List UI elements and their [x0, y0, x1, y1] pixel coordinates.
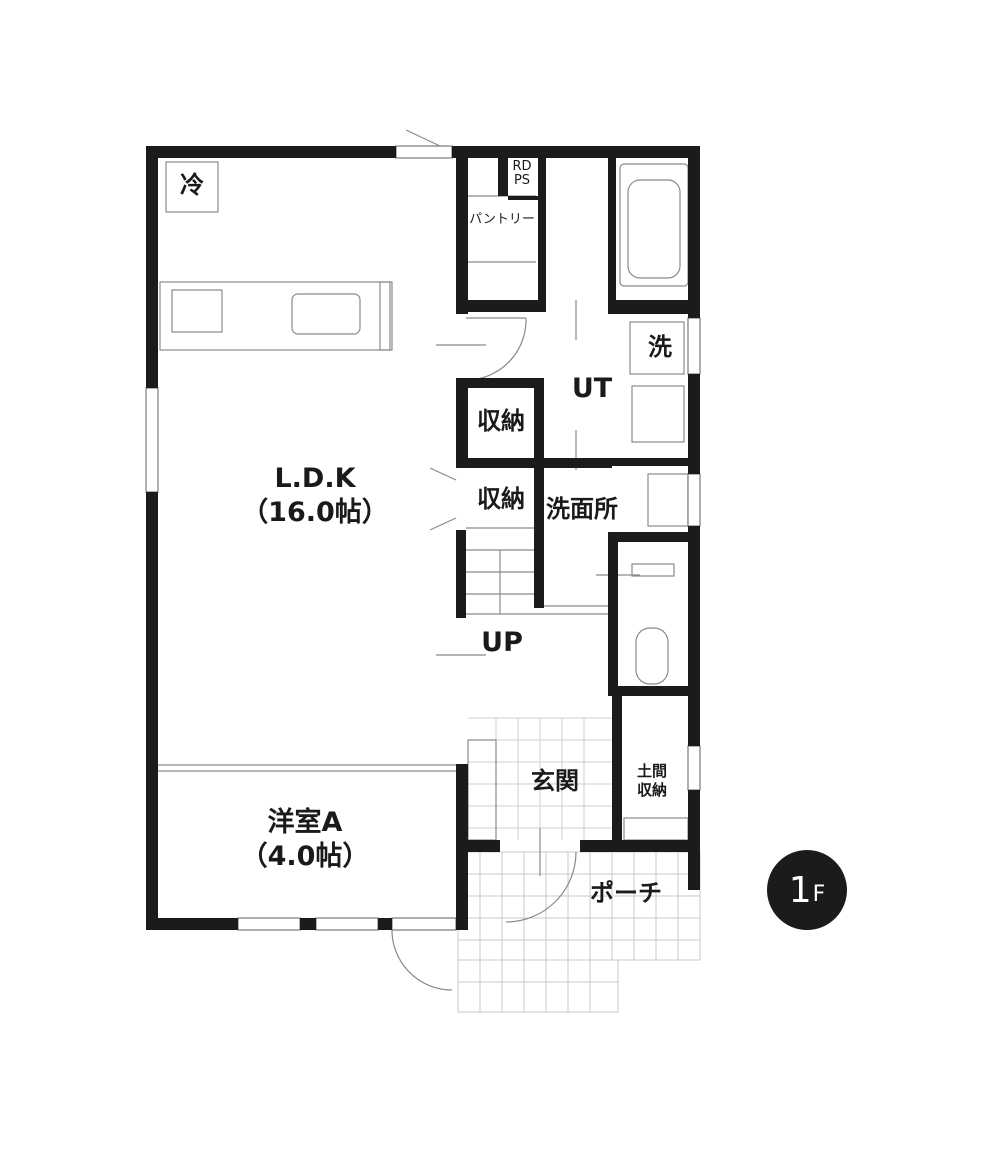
room-washroom: 洗面所 [546, 495, 618, 523]
porch-tiles [457, 851, 701, 1013]
interior-lines [158, 129, 689, 991]
stairs-up-label: UP [481, 627, 523, 658]
room-storage-2: 収納 [477, 485, 525, 513]
rdps-ps: PS [513, 173, 531, 189]
walls [146, 146, 700, 930]
floor-number: 1 [788, 869, 812, 911]
room-porch: ポーチ [590, 879, 662, 907]
room-doma-storage-line2: 収納 [636, 780, 667, 799]
room-ldk-size: （16.0帖） [241, 496, 389, 528]
room-ldk-name: L.D.K [274, 463, 356, 494]
rdps-rd: RD [512, 159, 532, 174]
room-western-a-name: 洋室A [267, 807, 343, 838]
room-entrance: 玄関 [531, 767, 579, 795]
room-pantry: パントリー [469, 212, 535, 227]
room-western-a-size: （4.0帖） [240, 840, 370, 872]
washer-label: 洗 [648, 333, 672, 361]
floor-suffix: F [812, 881, 826, 907]
room-doma-storage-line1: 土間 [636, 762, 667, 780]
room-ut: UT [571, 373, 613, 404]
room-ldk: L.D.K （16.0帖） [240, 462, 390, 530]
windows [145, 145, 701, 931]
fridge-label: 冷 [180, 171, 204, 199]
room-storage-1: 収納 [477, 407, 525, 435]
room-western-a: 洋室A （4.0帖） [230, 806, 380, 874]
room-doma-storage: 土間 収納 [624, 762, 680, 800]
rdps-box: RD PS [508, 159, 536, 189]
